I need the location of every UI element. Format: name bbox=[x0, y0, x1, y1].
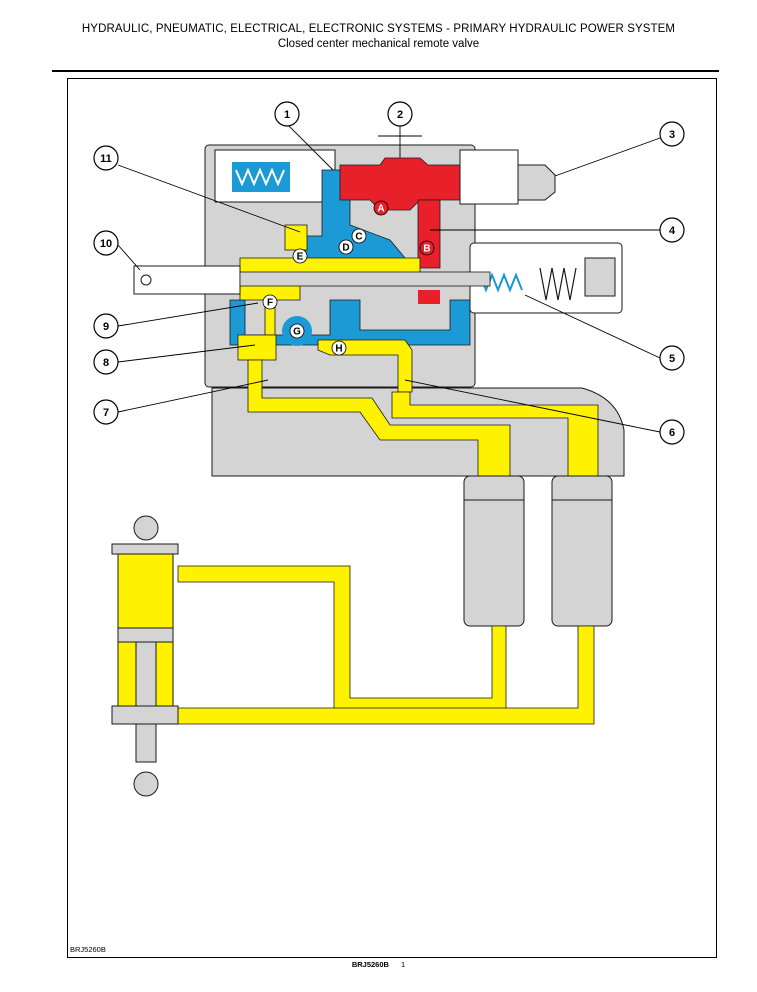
port-letter-A: A bbox=[373, 200, 389, 216]
check-valve-cap bbox=[517, 164, 556, 201]
leader-lines bbox=[117, 123, 661, 433]
callout-label: 11 bbox=[100, 153, 112, 165]
callout-label: 8 bbox=[103, 357, 109, 369]
cylinder-rod bbox=[135, 641, 157, 763]
detent-spring bbox=[539, 267, 577, 301]
figure-frame bbox=[67, 78, 717, 958]
callout-10: 10 bbox=[93, 230, 119, 256]
callout-8: 8 bbox=[93, 349, 119, 375]
port-letter-E: E bbox=[292, 248, 308, 264]
cylinder-mount-bottom bbox=[133, 771, 159, 797]
port-letter-C: C bbox=[351, 228, 367, 244]
hose-rod-end bbox=[177, 565, 507, 715]
cylinder-cap bbox=[111, 543, 179, 555]
callout-label: 4 bbox=[669, 225, 676, 237]
callout-label: 6 bbox=[669, 427, 675, 439]
hose-base-end bbox=[171, 625, 595, 725]
page-header: HYDRAULIC, PNEUMATIC, ELECTRICAL, ELECTR… bbox=[0, 22, 757, 52]
footer-code: BRJ5260B bbox=[351, 960, 389, 969]
callout-2: 2 bbox=[387, 101, 413, 127]
port-letter-label: E bbox=[297, 252, 304, 263]
pressure-passage-b bbox=[417, 199, 441, 269]
port-letter-label: D bbox=[342, 243, 349, 254]
callout-label: 10 bbox=[100, 238, 112, 250]
port-letter-H: H bbox=[331, 340, 347, 356]
figure-subtitle: Closed center mechanical remote valve bbox=[277, 38, 480, 50]
page-footer: BRJ5260B 1 bbox=[0, 960, 757, 969]
port-letters: A B CD E F G H bbox=[262, 200, 435, 356]
cylinder-gland bbox=[111, 705, 179, 725]
port-letter-label: F bbox=[267, 298, 273, 309]
port-letter-B: B bbox=[419, 240, 435, 256]
callout-label: 1 bbox=[284, 109, 290, 121]
port-letter-D: D bbox=[338, 239, 354, 255]
port-letter-label: H bbox=[335, 344, 342, 355]
pressure-land bbox=[418, 290, 440, 304]
callouts: 1 2 3 4 5 6 7 8 9 10 11 bbox=[93, 101, 685, 445]
cylinder-piston bbox=[117, 627, 174, 643]
callout-7: 7 bbox=[93, 399, 119, 425]
spool-rod-hole bbox=[140, 274, 152, 286]
callout-label: 9 bbox=[103, 321, 109, 333]
callout-5: 5 bbox=[659, 345, 685, 371]
spool-stem bbox=[239, 271, 491, 287]
coupler-left bbox=[463, 475, 525, 627]
port-letter-label: B bbox=[423, 244, 430, 255]
callout-6: 6 bbox=[659, 419, 685, 445]
port-letter-label: A bbox=[377, 204, 384, 215]
callout-4: 4 bbox=[659, 217, 685, 243]
callout-1: 1 bbox=[274, 101, 300, 127]
port-letter-label: C bbox=[355, 232, 362, 243]
coupler-right bbox=[551, 475, 613, 627]
centering-spring bbox=[479, 272, 523, 293]
port-letter-G: G bbox=[289, 323, 305, 339]
trapped-oil-spring bbox=[284, 224, 308, 251]
callout-9: 9 bbox=[93, 313, 119, 339]
cylinder-mount-top bbox=[133, 515, 159, 541]
detent-cap bbox=[584, 257, 616, 297]
return-spring bbox=[235, 167, 285, 187]
callout-label: 7 bbox=[103, 407, 109, 419]
check-valve-housing bbox=[459, 149, 519, 205]
callout-3: 3 bbox=[659, 121, 685, 147]
port-letter-label: G bbox=[293, 327, 301, 338]
section-title: HYDRAULIC, PNEUMATIC, ELECTRICAL, ELECTR… bbox=[81, 23, 676, 35]
callout-label: 5 bbox=[669, 353, 675, 365]
check-body-8 bbox=[237, 334, 277, 361]
callout-label: 2 bbox=[397, 109, 403, 121]
header-rule bbox=[52, 70, 719, 72]
callout-11: 11 bbox=[93, 145, 119, 171]
figure-reference: BRJ5260B bbox=[70, 945, 106, 954]
page-number: 1 bbox=[401, 960, 406, 969]
callout-label: 3 bbox=[669, 129, 675, 141]
port-letter-F: F bbox=[262, 294, 278, 310]
